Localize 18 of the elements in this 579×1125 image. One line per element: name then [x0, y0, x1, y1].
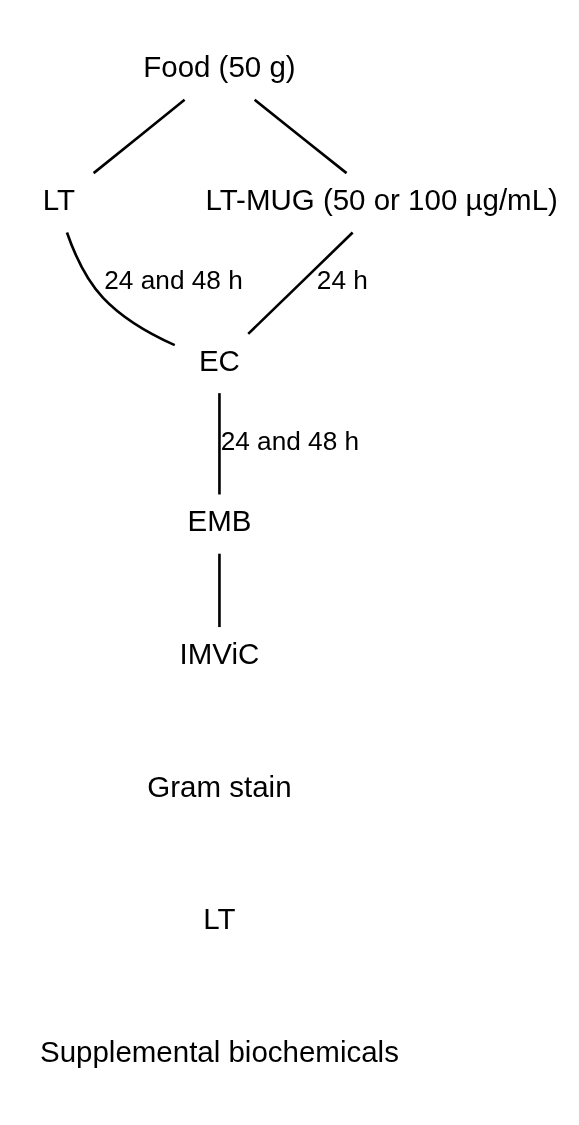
connector: [92, 98, 186, 175]
node-text: IMViC: [179, 636, 260, 670]
label: Gram stain: [147, 769, 292, 803]
node-text: Food (50 g): [143, 50, 296, 84]
edge-label: 24 and 48 h: [104, 265, 243, 296]
edge-label: 24 and 48 h: [220, 425, 360, 456]
node-text: LT-MUG (50 or 100 µg/mL): [205, 183, 558, 216]
connector: [218, 553, 221, 628]
connector: [65, 232, 176, 347]
label: LT: [203, 902, 236, 936]
label: Supplemental biochemicals: [39, 1035, 399, 1069]
connector: [218, 393, 221, 495]
connector: [253, 98, 348, 175]
node-text: EMB: [187, 504, 252, 538]
connector: [247, 231, 354, 335]
edge-label: 24 h: [316, 265, 368, 296]
node-text: LT: [42, 183, 75, 216]
node-text: EC: [198, 343, 240, 377]
